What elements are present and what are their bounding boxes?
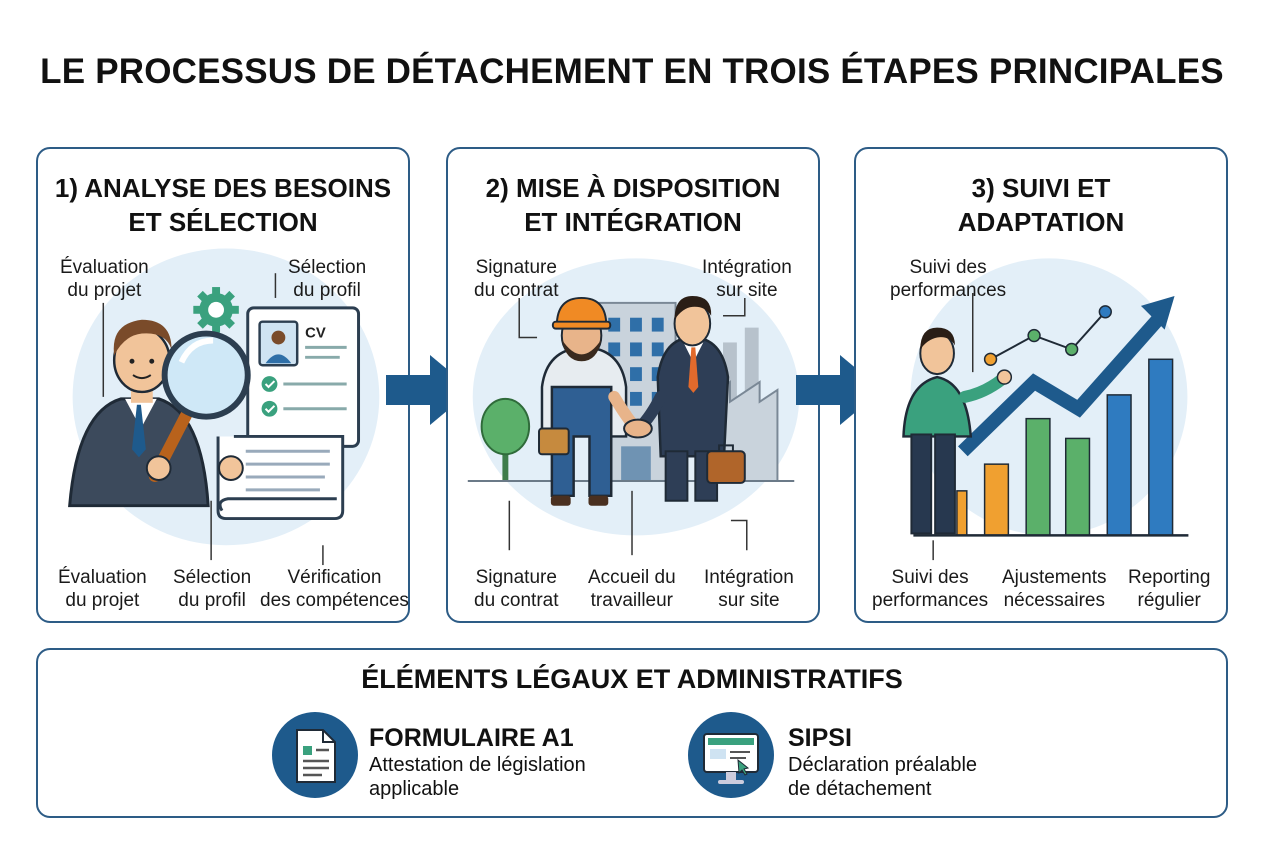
cv-document-icon: CV [246, 306, 361, 448]
step-panel-analysis: CV [36, 147, 410, 623]
metric-line-icon [983, 305, 1112, 366]
bar-chart-icon [913, 358, 1189, 537]
construction-worker-icon [538, 296, 642, 506]
monitoring-illustration [902, 258, 1189, 561]
legal-item-title: FORMULAIRE A1 [369, 724, 574, 752]
step-panel-deployment: 2) MISE À DISPOSITION ET INTÉGRATION Sig… [446, 147, 820, 623]
tree-icon [480, 397, 531, 481]
legal-title: ÉLÉMENTS LÉGAUX ET ADMINISTRATIFS [361, 664, 903, 694]
cv-label: CV [305, 326, 326, 342]
legal-item-title: SIPSI [788, 724, 852, 752]
business-man-icon [633, 295, 746, 502]
document-icon [272, 712, 358, 798]
trend-up-arrow-icon [958, 295, 1175, 457]
report-scroll-icon [216, 434, 345, 521]
computer-screen-icon [688, 712, 774, 798]
step-title: 1) ANALYSE DES BESOINS ET SÉLECTION [54, 173, 392, 237]
step-title: 2) MISE À DISPOSITION ET INTÉGRATION [485, 173, 781, 237]
analyst-man-icon [68, 319, 251, 508]
gear-icon [193, 287, 239, 333]
analysis-illustration: CV [68, 248, 380, 566]
step-title: 3) SUIVI ET ADAPTATION [957, 173, 1125, 237]
legal-panel: ÉLÉMENTS LÉGAUX ET ADMINISTRATIFS FORMUL… [36, 648, 1228, 818]
manager-man-icon [902, 327, 1013, 535]
deployment-illustration [467, 258, 800, 556]
page-title: LE PROCESSUS DE DÉTACHEMENT EN TROIS ÉTA… [40, 52, 1224, 91]
